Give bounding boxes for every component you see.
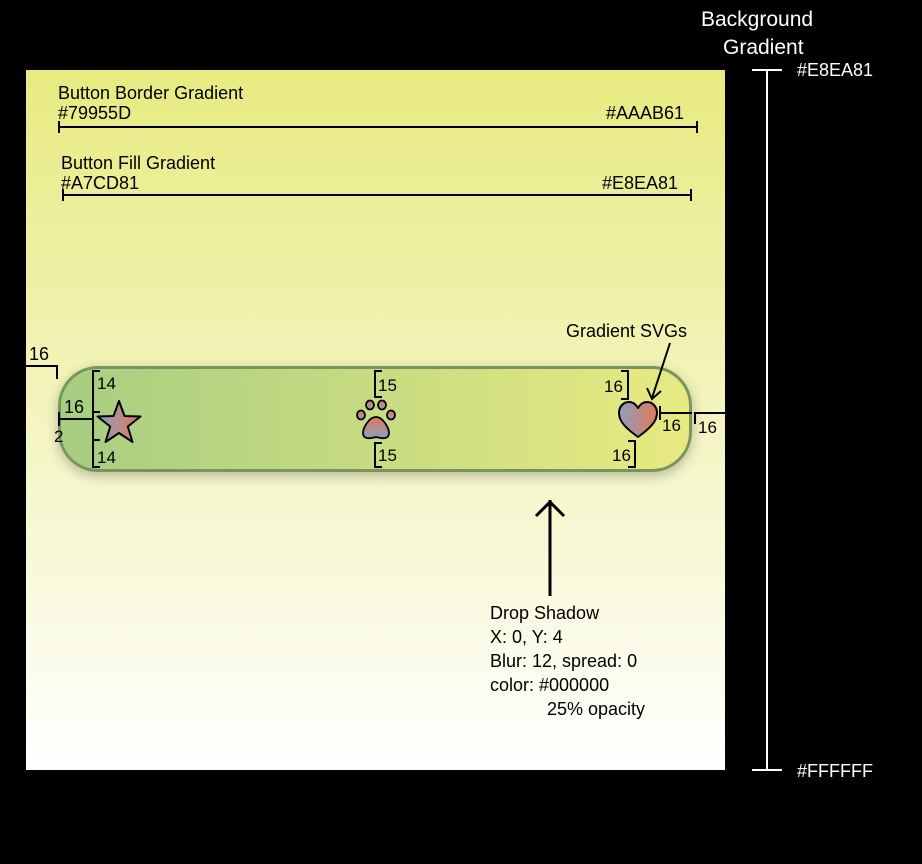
drop-shadow-arrow-icon xyxy=(534,499,566,596)
dim-outer-left-line-v xyxy=(56,365,58,379)
dim-star-bottom-tick xyxy=(92,466,100,468)
background-scale-line xyxy=(766,69,768,771)
dim-paw-top-tick xyxy=(374,370,382,372)
fill-gradient-end-hex: #E8EA81 xyxy=(602,173,679,193)
dim-star-mid-top-tick xyxy=(92,411,100,413)
background-top-hex: #E8EA81 xyxy=(797,60,874,80)
dim-paw-top-tick2 xyxy=(374,396,382,398)
border-gradient-end-hex: #AAAB61 xyxy=(606,103,685,123)
background-scale-top-tick xyxy=(752,69,782,71)
fill-gradient-title: Button Fill Gradient xyxy=(61,153,216,173)
gradient-svgs-arrow-icon xyxy=(646,342,671,401)
dim-left-pad-tick xyxy=(58,412,60,426)
dim-left-pad: 16 xyxy=(64,397,85,417)
dim-paw-top: 15 xyxy=(378,376,397,395)
background-scale-bottom-tick xyxy=(752,769,782,771)
border-gradient-title: Button Border Gradient xyxy=(58,83,244,103)
fill-gradient-start-hex: #A7CD81 xyxy=(61,173,140,193)
border-gradient-tick-left xyxy=(58,121,60,133)
background-gradient-title-1: Background xyxy=(701,8,814,31)
dim-heart-right-tick xyxy=(659,406,661,420)
dim-paw-bottom: 15 xyxy=(378,446,397,465)
dim-paw-top-line xyxy=(374,370,376,398)
dim-star-mid-bottom-tick xyxy=(92,439,100,441)
dim-border-width: 2 xyxy=(54,427,64,446)
drop-shadow-blur: Blur: 12, spread: 0 xyxy=(490,651,638,671)
dim-star-top-tick xyxy=(92,370,100,372)
drop-shadow-title: Drop Shadow xyxy=(490,603,600,623)
background-bottom-hex: #FFFFFF xyxy=(797,761,873,781)
star-icon xyxy=(96,400,142,443)
dim-outer-right-line xyxy=(694,412,725,414)
drop-shadow-offset: X: 0, Y: 4 xyxy=(490,627,563,647)
drop-shadow-annotation: Drop Shadow X: 0, Y: 4 Blur: 12, spread:… xyxy=(490,601,645,721)
dim-outer-right: 16 xyxy=(698,418,717,437)
dim-heart-right: 16 xyxy=(662,416,681,435)
gradient-svgs-label: Gradient SVGs xyxy=(566,321,688,341)
dim-paw-bottom-tick xyxy=(374,442,382,444)
dim-paw-bottom-line xyxy=(374,442,376,468)
border-gradient-line xyxy=(58,126,698,128)
dim-heart-top-tick xyxy=(621,370,629,372)
paw-icon xyxy=(356,399,396,440)
dim-star-vline xyxy=(92,370,94,468)
heart-icon xyxy=(618,401,658,438)
dim-outer-left-line-h xyxy=(26,365,58,367)
fill-gradient-tick-left xyxy=(62,189,64,201)
border-gradient-start-hex: #79955D xyxy=(58,103,132,123)
fill-gradient-line xyxy=(62,194,692,196)
border-gradient-tick-right xyxy=(696,121,698,133)
background-gradient-title-2: Gradient xyxy=(723,36,804,59)
dim-heart-bottom-tick2 xyxy=(628,466,636,468)
dim-star-top: 14 xyxy=(97,374,116,393)
dim-heart-top: 16 xyxy=(604,377,623,396)
drop-shadow-color: color: #000000 xyxy=(490,675,610,695)
dim-heart-bottom-line xyxy=(634,440,636,468)
dim-outer-left: 16 xyxy=(29,344,50,364)
dim-paw-bottom-tick2 xyxy=(374,466,382,468)
dim-heart-bottom: 16 xyxy=(612,446,631,465)
dim-heart-top-tick2 xyxy=(621,398,629,400)
dim-heart-top-line xyxy=(627,370,629,400)
dim-left-pad-line xyxy=(58,418,94,420)
dim-outer-right-tick xyxy=(694,412,696,424)
dim-heart-right-line xyxy=(659,412,692,414)
drop-shadow-opacity: 25% opacity xyxy=(547,699,646,719)
dim-heart-bottom-tick xyxy=(628,440,636,442)
dim-star-bottom: 14 xyxy=(97,448,116,467)
fill-gradient-tick-right xyxy=(690,189,692,201)
